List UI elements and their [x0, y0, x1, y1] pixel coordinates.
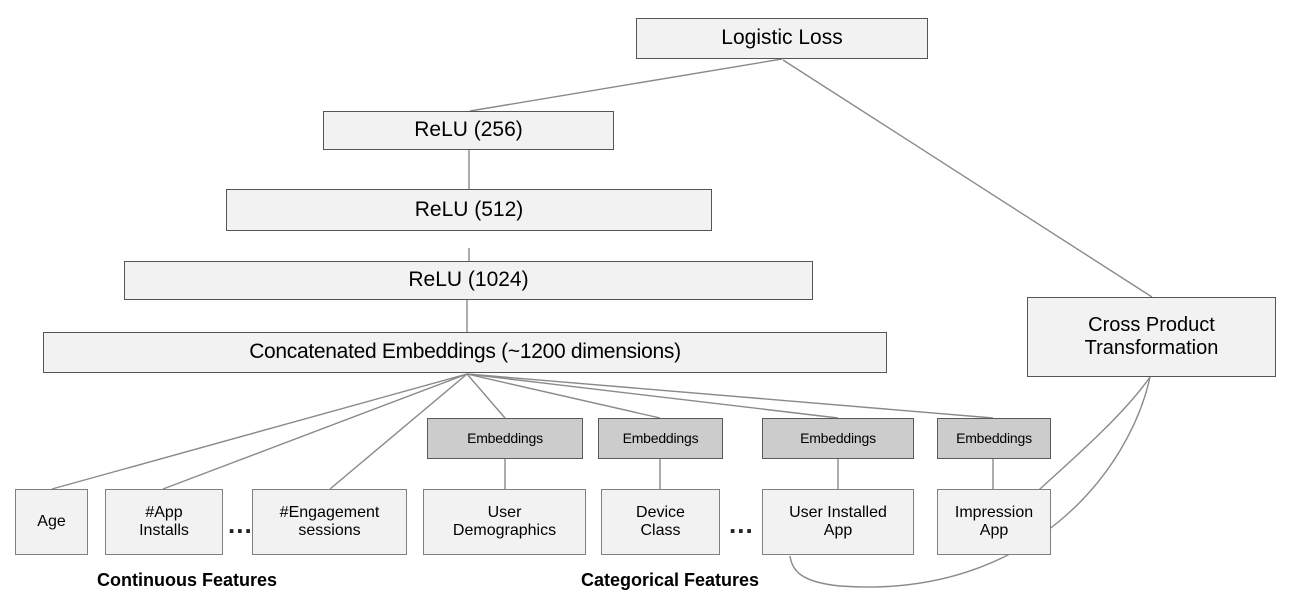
- node-relu-512[interactable]: ReLU (512): [226, 189, 712, 231]
- edge-concat-to-embedding-4: [466, 373, 994, 419]
- edge-loss-to-relu256: [469, 58, 783, 112]
- embedding-block-user-demographics[interactable]: Embeddings: [427, 418, 583, 459]
- embedding-block-device-class[interactable]: Embeddings: [598, 418, 723, 459]
- caption-continuous-features: Continuous Features: [97, 570, 278, 590]
- ellipsis-continuous: ...: [228, 509, 253, 539]
- app-installs-line-2: Installs: [139, 522, 189, 539]
- embedding-block-user-installed-app-label: Embeddings: [800, 430, 876, 447]
- feature-box-user-demographics-label: User Demographics: [424, 504, 585, 541]
- feature-box-device-class[interactable]: Device Class: [601, 489, 720, 555]
- node-logistic-loss[interactable]: Logistic Loss: [636, 18, 928, 59]
- embedding-block-user-demographics-label: Embeddings: [467, 430, 543, 447]
- node-concatenated-embeddings-label: Concatenated Embeddings (~1200 dimension…: [249, 340, 681, 364]
- impression-app-line-2: App: [979, 522, 1009, 539]
- edge-concat-to-app-installs: [162, 373, 468, 490]
- feature-box-age-label: Age: [37, 512, 66, 530]
- ellipsis-categorical: ...: [729, 509, 754, 539]
- edge-cross-product-to-user-installed-app: [789, 376, 1151, 588]
- embedding-block-impression-app[interactable]: Embeddings: [937, 418, 1051, 459]
- node-relu-256[interactable]: ReLU (256): [323, 111, 614, 150]
- node-cross-product-transformation[interactable]: Cross Product Transformation: [1027, 297, 1276, 377]
- node-relu-1024[interactable]: ReLU (1024): [124, 261, 813, 300]
- feature-box-user-demographics[interactable]: User Demographics: [423, 489, 586, 555]
- feature-box-engagement-sessions-label: #Engagement sessions: [253, 504, 406, 541]
- cross-product-line-2: Transformation: [1084, 337, 1219, 359]
- embedding-block-user-installed-app[interactable]: Embeddings: [762, 418, 914, 459]
- node-logistic-loss-label: Logistic Loss: [721, 26, 843, 50]
- edge-concat-to-embedding-2: [466, 373, 661, 419]
- feature-box-app-installs[interactable]: #App Installs: [105, 489, 223, 555]
- user-installed-app-line-1: User Installed: [789, 503, 887, 521]
- edge-concat-to-embedding-3: [466, 373, 839, 419]
- user-demographics-line-2: Demographics: [452, 522, 557, 539]
- feature-box-device-class-label: Device Class: [602, 504, 719, 541]
- device-class-line-2: Class: [640, 522, 681, 539]
- edge-loss-to-cross-product: [782, 59, 1153, 298]
- user-installed-app-line-2: App: [823, 522, 853, 539]
- feature-box-app-installs-label: #App Installs: [106, 504, 222, 541]
- embedding-block-impression-app-label: Embeddings: [956, 430, 1032, 447]
- cross-product-line-1: Cross Product: [1088, 314, 1215, 336]
- feature-box-user-installed-app[interactable]: User Installed App: [762, 489, 914, 555]
- app-installs-line-1: #App: [145, 503, 183, 521]
- node-relu-512-label: ReLU (512): [414, 197, 524, 221]
- device-class-line-1: Device: [636, 503, 685, 521]
- node-relu-1024-label: ReLU (1024): [408, 268, 529, 292]
- impression-app-line-1: Impression: [954, 503, 1034, 521]
- feature-box-user-installed-app-label: User Installed App: [763, 504, 913, 541]
- edge-concat-to-age: [51, 373, 468, 490]
- feature-box-age[interactable]: Age: [15, 489, 88, 555]
- feature-box-engagement-sessions[interactable]: #Engagement sessions: [252, 489, 407, 555]
- embedding-block-device-class-label: Embeddings: [622, 430, 699, 447]
- feature-box-impression-app[interactable]: Impression App: [937, 489, 1051, 555]
- engagement-line-2: sessions: [298, 522, 361, 539]
- caption-categorical-features: Categorical Features: [581, 570, 760, 590]
- node-relu-256-label: ReLU (256): [414, 118, 523, 142]
- node-cross-product-transformation-label: Cross Product Transformation: [1028, 314, 1275, 360]
- feature-box-impression-app-label: Impression App: [938, 504, 1050, 541]
- edge-concat-to-embedding-1: [466, 373, 506, 419]
- engagement-line-1: #Engagement: [279, 503, 380, 521]
- user-demographics-line-1: User: [487, 503, 522, 521]
- node-concatenated-embeddings[interactable]: Concatenated Embeddings (~1200 dimension…: [43, 332, 887, 373]
